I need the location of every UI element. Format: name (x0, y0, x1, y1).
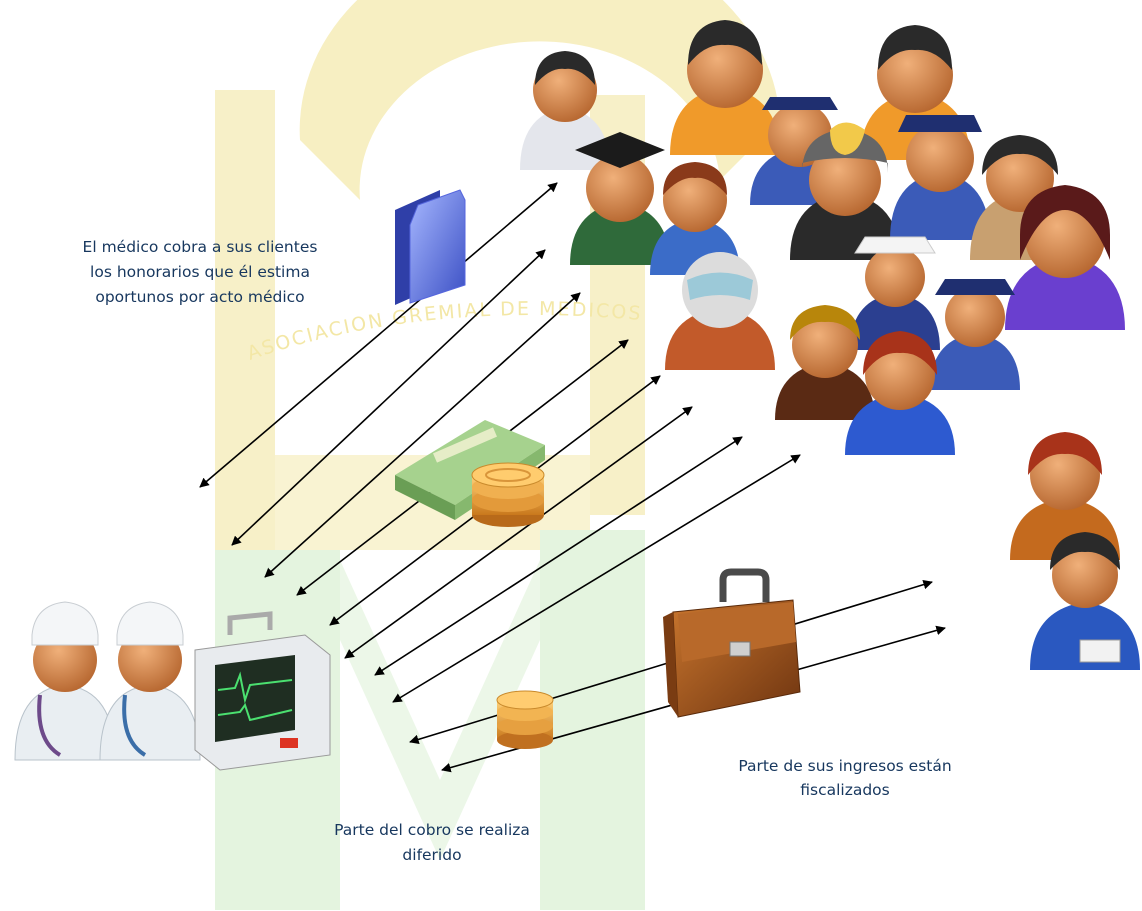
watermark-text: ASOCIACION GREMIAL DE MEDICOS (244, 298, 643, 365)
caption-right-line-2: fiscalizados (800, 781, 890, 799)
caption-left-line-2: los honorarios que él estima (90, 263, 310, 281)
watermark-green-bar-right (540, 530, 645, 910)
inspector-group (1010, 432, 1140, 670)
person-icon (570, 132, 670, 265)
small-coin-stack-icon (496, 690, 554, 749)
caption-bottom: Parte del cobro se realiza diferido (334, 821, 530, 864)
caption-left-line-3: oportunos por acto médico (95, 288, 304, 306)
doctor-icon (14, 601, 116, 761)
inspector-icon (1030, 532, 1140, 670)
caption-left-line-1: El médico cobra a sus clientes (83, 238, 318, 256)
caption-bottom-line-2: diferido (402, 846, 461, 864)
client-crowd (520, 20, 1125, 455)
briefcase-icon (663, 568, 801, 718)
watermark-yellow-ring (299, 0, 780, 200)
caption-right: Parte de sus ingresos están fiscalizados (738, 757, 951, 799)
medical-monitor-icon (194, 611, 331, 771)
person-icon (890, 115, 990, 240)
coin-stack-icon (471, 462, 545, 527)
caption-right-line-1: Parte de sus ingresos están (738, 757, 951, 775)
person-icon (670, 20, 780, 155)
folder-icon (395, 189, 466, 305)
doctor-icon (99, 601, 201, 761)
caption-bottom-line-1: Parte del cobro se realiza (334, 821, 530, 839)
watermark-yellow-pillar-left (215, 90, 275, 550)
person-icon (850, 236, 940, 350)
person-icon (1005, 185, 1125, 330)
person-icon (845, 331, 955, 455)
person-icon (930, 279, 1020, 390)
person-icon (665, 252, 775, 370)
caption-left: El médico cobra a sus clientes los honor… (83, 238, 318, 306)
person-icon (775, 305, 875, 420)
